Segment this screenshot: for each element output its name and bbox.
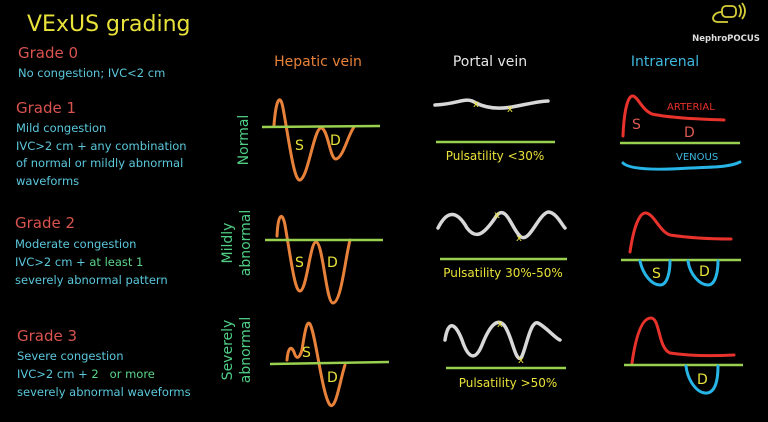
trough-marker: x — [516, 233, 522, 244]
intrarenal-severely-abnormal: D — [624, 316, 743, 395]
intrarenal-mildly-abnormal: S D — [621, 211, 741, 287]
grade-description: No congestion; IVC<2 cm — [18, 66, 165, 80]
arterial-waveform — [621, 94, 726, 138]
d-wave-label: D — [697, 372, 708, 388]
grade-description: severely abnormal waveforms — [17, 385, 191, 399]
arterial-label: ARTERIAL — [667, 102, 715, 113]
portal-waveform — [436, 210, 567, 240]
grade-description: of normal or mildly abnormal — [16, 156, 183, 170]
s-wave-label: S — [632, 117, 641, 133]
s-wave-label: S — [295, 138, 304, 154]
venous-d-wave — [684, 364, 720, 395]
venous-d-wave — [686, 259, 720, 287]
grade-description: Mild congestion — [16, 121, 106, 135]
grade-description: IVC>2 cm + at least 1 — [15, 255, 143, 269]
d-wave-label: D — [327, 255, 338, 271]
column-intrarenal: Intrarenal — [631, 54, 699, 70]
grade-label: Grade 3 — [17, 327, 77, 345]
grade-description-part: IVC>2 cm + — [15, 255, 89, 269]
arterial-waveform — [628, 211, 733, 254]
logo-text: NephroPOCUS — [692, 34, 760, 44]
grade-label: Grade 1 — [16, 99, 76, 117]
grade-description: IVC>2 cm + 2 or more — [17, 367, 155, 381]
pulsatility-label: Pulsatility 30%-50% — [443, 266, 563, 280]
hepatic-waveform — [275, 214, 352, 305]
hepatic-waveform — [285, 321, 347, 407]
row-label-line: abnormal — [238, 210, 254, 277]
baseline — [261, 124, 381, 129]
hepatic-severely-abnormal: S D — [269, 321, 390, 407]
grade-1: Grade 1 Mild congestion IVC>2 cm + any c… — [16, 99, 187, 188]
grade-2: Grade 2 Moderate congestion IVC>2 cm + a… — [15, 214, 168, 287]
grade-description: waveforms — [16, 174, 79, 188]
grade-0: Grade 0 No congestion; IVC<2 cm — [18, 44, 165, 80]
peak-marker: x — [497, 319, 503, 330]
ultrasound-probe-icon — [712, 2, 746, 23]
column-hepatic-vein: Hepatic vein — [274, 54, 362, 70]
row-label-mildly-abnormal: Mildly abnormal — [220, 210, 254, 277]
trough-marker: x — [518, 355, 524, 366]
d-wave-label: D — [684, 125, 695, 141]
pulsatility-label: Pulsatility <30% — [446, 149, 545, 163]
grade-3: Grade 3 Severe congestion IVC>2 cm + 2 o… — [17, 327, 191, 399]
grade-description-part: IVC>2 cm + — [17, 367, 91, 381]
nephropocus-logo: NephroPOCUS — [692, 2, 760, 44]
row-label-line: Severely — [220, 320, 236, 381]
intrarenal-normal: ARTERIAL S D VENOUS — [620, 94, 742, 171]
column-portal-vein: Portal vein — [453, 54, 527, 70]
page-title: VExUS grading — [27, 12, 191, 37]
row-label-severely-abnormal: Severely abnormal — [220, 317, 254, 384]
grade-label: Grade 2 — [15, 214, 75, 232]
grade-description: severely abnormal pattern — [15, 273, 168, 287]
hepatic-normal: S D — [261, 98, 381, 182]
hepatic-mildly-abnormal: S D — [265, 214, 383, 305]
s-wave-label: S — [302, 345, 311, 361]
grade-label: Grade 0 — [18, 44, 78, 62]
grade-description: Moderate congestion — [15, 237, 136, 251]
row-label-normal: Normal — [236, 115, 252, 166]
hepatic-waveform — [272, 98, 356, 182]
row-label-line: Mildly — [220, 223, 236, 264]
peak-marker: x — [494, 210, 500, 221]
portal-waveform — [433, 98, 550, 110]
d-wave-label: D — [330, 133, 341, 149]
grade-highlight: 2 or more — [91, 367, 155, 381]
d-wave-label: D — [327, 370, 338, 386]
grade-description: IVC>2 cm + any combination — [16, 139, 187, 153]
pulsatility-label: Pulsatility >50% — [459, 376, 558, 390]
venous-label: VENOUS — [676, 152, 718, 163]
d-wave-label: D — [699, 264, 710, 280]
portal-mildly-abnormal: x x Pulsatility 30%-50% — [436, 210, 567, 280]
s-wave-label: S — [652, 266, 661, 282]
trough-marker: x — [507, 104, 513, 115]
venous-s-wave — [638, 259, 672, 287]
portal-normal: x x Pulsatility <30% — [433, 98, 555, 163]
venous-waveform — [621, 160, 742, 171]
row-label-line: abnormal — [238, 317, 254, 384]
grade-description: Severe congestion — [17, 349, 124, 363]
portal-waveform — [443, 320, 562, 360]
grade-highlight: at least 1 — [89, 255, 143, 269]
peak-marker: x — [473, 99, 479, 110]
s-wave-label: S — [295, 255, 304, 271]
baseline — [269, 360, 390, 366]
portal-severely-abnormal: x x Pulsatility >50% — [443, 319, 566, 390]
arterial-waveform — [630, 316, 736, 365]
